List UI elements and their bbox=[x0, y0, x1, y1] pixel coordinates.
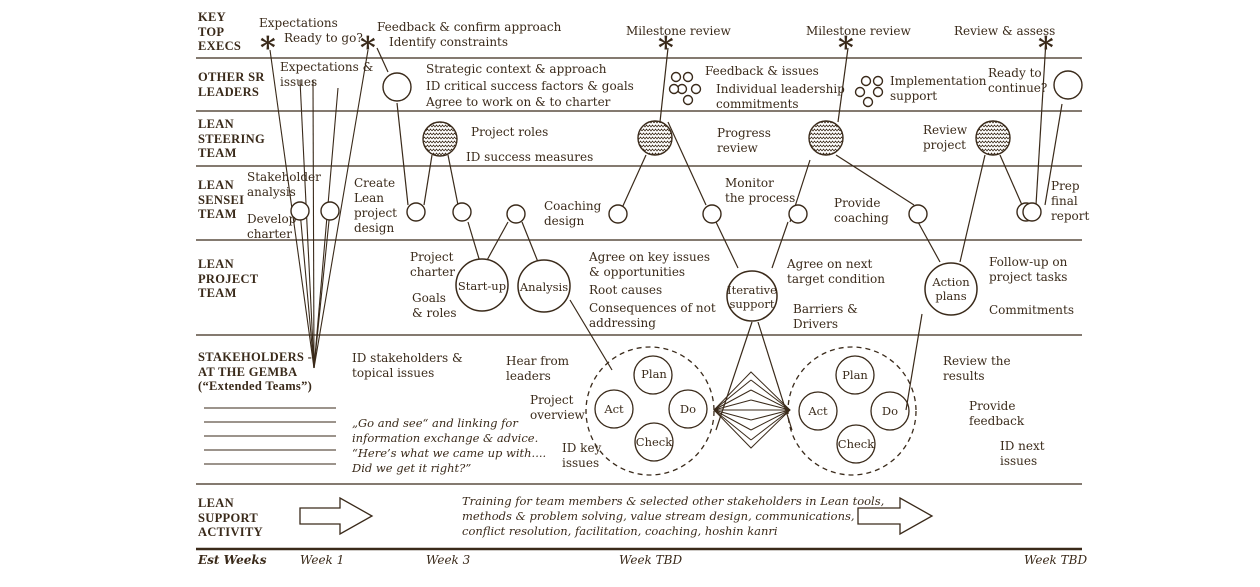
startup-bubble: Start-up bbox=[457, 279, 507, 293]
execs-milestone-2: Milestone review bbox=[806, 24, 911, 38]
milestone-star-icon: * bbox=[658, 31, 674, 66]
support-training: Training for team members & selected oth… bbox=[462, 494, 885, 538]
execs-review-assess: Review & assess bbox=[954, 24, 1056, 38]
project-goals: Goals& roles bbox=[412, 291, 457, 320]
project-commitments: Commitments bbox=[989, 303, 1075, 317]
gemba-id-stakeholders: ID stakeholders &topical issues bbox=[352, 351, 463, 380]
milestone-star-icon: * bbox=[838, 31, 854, 66]
milestone-star-icon: * bbox=[360, 31, 376, 66]
pdca1-plan: Plan bbox=[641, 367, 667, 381]
note-lines bbox=[204, 407, 336, 465]
hatched-circles bbox=[422, 120, 1011, 157]
steering-measures: ID success measures bbox=[466, 150, 594, 164]
open-circles bbox=[290, 70, 1083, 224]
sr-feedback: Feedback & issues bbox=[705, 64, 819, 78]
support-arrows bbox=[299, 496, 934, 536]
week-3: Week 3 bbox=[426, 553, 471, 567]
steering-roles: Project roles bbox=[471, 125, 549, 139]
project-barriers: Barriers &Drivers bbox=[793, 302, 858, 331]
sr-expectations: Expectations &issues bbox=[280, 60, 374, 89]
flow-lines bbox=[376, 39, 1063, 431]
project-circles bbox=[455, 258, 978, 322]
milestone-star-icon: * bbox=[1038, 31, 1054, 66]
pdca2-plan: Plan bbox=[842, 368, 868, 382]
week-tbd-2: Week TBD bbox=[1024, 553, 1088, 567]
weeks-label: Est Weeks bbox=[198, 553, 267, 567]
pdca2-check: Check bbox=[837, 437, 875, 451]
diamond-network bbox=[713, 371, 791, 449]
lane-dividers bbox=[196, 57, 1082, 551]
execs-identify: Identify constraints bbox=[389, 35, 509, 49]
execs-expectations: Expectations bbox=[259, 16, 338, 30]
execs-milestone-1: Milestone review bbox=[626, 24, 731, 38]
execs-ready: Ready to go? bbox=[284, 31, 363, 45]
project-root: Root causes bbox=[589, 283, 663, 297]
pdca1-check: Check bbox=[635, 435, 673, 449]
lane-stakeholders: STAKEHOLDERS -AT THE GEMBA(“Extended Tea… bbox=[198, 350, 313, 393]
pdca1-do: Do bbox=[679, 402, 697, 416]
milestone-star-icon: * bbox=[260, 31, 276, 66]
week-1: Week 1 bbox=[300, 553, 345, 567]
execs-feedback: Feedback & confirm approach bbox=[377, 20, 562, 34]
project-agree: Agree on key issues& opportunities bbox=[589, 250, 710, 279]
analysis-bubble: Analysis bbox=[519, 280, 569, 294]
pdca1-act: Act bbox=[604, 402, 624, 416]
pdca2-do: Do bbox=[881, 404, 899, 418]
pdca2-act: Act bbox=[808, 404, 828, 418]
pdca-cycle-1 bbox=[585, 346, 715, 476]
week-tbd-1: Week TBD bbox=[619, 553, 683, 567]
